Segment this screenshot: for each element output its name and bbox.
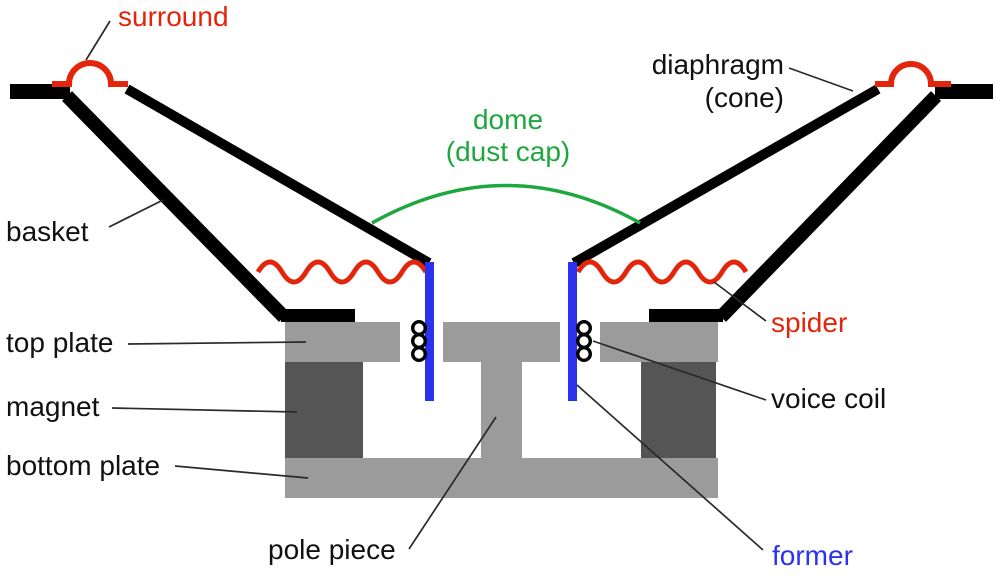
magnet-left	[285, 362, 363, 458]
leader-top-plate	[127, 341, 307, 345]
spider-left	[255, 259, 429, 285]
voice-coil-turn	[576, 333, 593, 350]
leader-surround	[85, 20, 111, 61]
bottom-plate	[285, 458, 718, 498]
label-dust-cap: (dust cap)	[446, 136, 571, 167]
spider-shape	[255, 259, 749, 285]
label-top-plate: top plate	[6, 327, 113, 358]
surround-right	[875, 61, 951, 87]
surround-shape	[52, 60, 951, 87]
voice-coil-turn	[576, 320, 593, 337]
cone-left	[124, 84, 432, 268]
label-dome: dome	[473, 104, 543, 135]
label-basket: basket	[6, 216, 89, 247]
pole-piece-column	[481, 362, 522, 458]
dome-shape	[371, 183, 641, 225]
voice-coil-turn	[576, 346, 593, 363]
magnet-right	[641, 362, 716, 458]
labels: surround diaphragm (cone) dome (dust cap…	[6, 1, 886, 571]
basket-rim-right	[935, 84, 993, 99]
former-right	[568, 262, 577, 401]
voice-coil-turn	[411, 346, 428, 363]
voice-coil-turn	[411, 333, 428, 350]
former-shape	[425, 262, 577, 401]
leader-diaphragm	[788, 67, 854, 92]
label-cone: (cone)	[705, 82, 784, 113]
top-plate-right	[600, 322, 718, 362]
leader-bottom-plate	[174, 465, 309, 479]
leader-former	[576, 384, 764, 551]
basket-flange-left	[281, 309, 355, 322]
basket-wall-left	[62, 91, 289, 322]
voice-coil-shape	[411, 320, 593, 363]
label-magnet: magnet	[6, 391, 100, 422]
cone-right	[571, 84, 881, 268]
label-former: former	[772, 540, 853, 571]
leader-voice-coil	[592, 340, 767, 401]
basket-rim-left	[10, 84, 70, 99]
leader-spider	[713, 281, 767, 322]
label-pole-piece: pole piece	[268, 534, 396, 565]
spider-right	[575, 259, 749, 285]
surround-left	[52, 60, 128, 87]
label-voice-coil: voice coil	[771, 383, 886, 414]
basket-wall-right	[715, 91, 942, 322]
leader-basket	[108, 199, 164, 228]
pole-piece-top	[443, 322, 560, 362]
former-left	[425, 262, 434, 401]
cone-shape	[124, 84, 881, 268]
basket-flange-right	[649, 309, 723, 322]
label-surround: surround	[118, 1, 229, 32]
motor-structure	[285, 322, 718, 498]
leader-lines	[85, 20, 854, 551]
leader-magnet	[111, 407, 298, 413]
voice-coil-turn	[411, 320, 428, 337]
label-diaphragm: diaphragm	[652, 49, 784, 80]
label-spider: spider	[771, 307, 847, 338]
leader-pole-piece	[408, 416, 497, 550]
basket-shape	[10, 84, 993, 322]
label-bottom-plate: bottom plate	[6, 450, 160, 481]
